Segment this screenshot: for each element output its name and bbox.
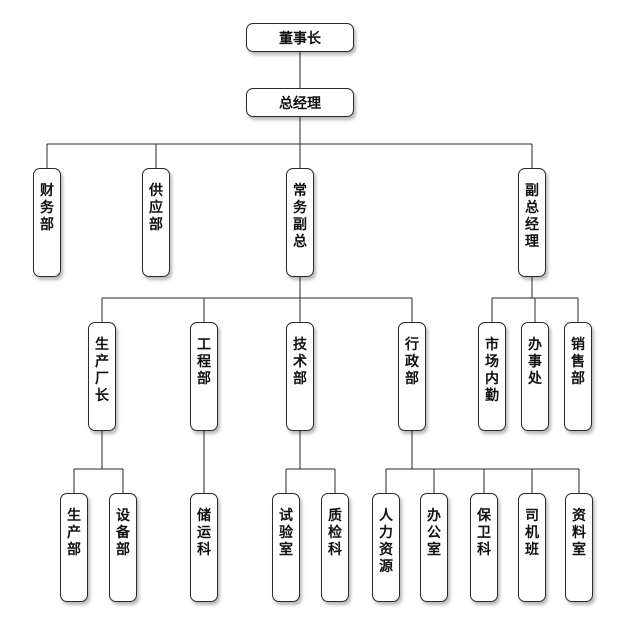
node-production-director: 生产厂长 [88,322,116,431]
node-label-char: 生 [67,508,81,524]
node-label-char: 程 [197,354,211,370]
node-label-char: 术 [293,354,307,370]
node-production-dept: 生产部 [60,493,88,602]
node-vice-general-manager: 副总经理 [518,168,546,277]
node-label-char: 长 [95,388,109,404]
node-market-office-staff: 市场内勤 [478,322,506,431]
node-label-char: 行 [405,337,419,353]
node-engineering-dept: 工程部 [190,322,218,431]
node-label-char: 工 [197,337,211,353]
node-label-char: 场 [485,354,499,370]
node-label-char: 副 [525,183,539,199]
node-label-char: 检 [328,525,342,541]
node-archives-room: 资料室 [565,493,593,602]
node-label-char: 部 [67,542,81,558]
node-label-char: 产 [95,354,109,370]
node-label-char: 室 [279,542,293,558]
node-label-char: 理 [525,234,539,250]
node-general-office: 办公室 [420,493,448,602]
node-label-char: 部 [116,542,130,558]
node-label-char: 卫 [477,525,491,541]
node-label-char: 储 [197,508,211,524]
node-label-char: 部 [149,217,163,233]
node-label-char: 部 [197,371,211,387]
node-storage-transport-section: 储运科 [190,493,218,602]
node-test-room: 试验室 [272,493,300,602]
node-label-char: 备 [116,525,130,541]
node-label-char: 政 [405,354,419,370]
node-label-char: 班 [525,542,539,558]
node-label-char: 机 [525,525,539,541]
node-label-char: 科 [328,542,342,558]
node-label-char: 试 [279,508,293,524]
node-chairman: 董事长 [246,23,354,52]
node-label-char: 应 [149,200,163,216]
node-label-char: 设 [116,508,130,524]
node-label-char: 务 [293,200,307,216]
node-label-char: 处 [528,371,542,387]
node-label-char: 力 [379,525,393,541]
node-label-char: 经 [525,217,539,233]
node-general-manager: 总经理 [246,88,354,117]
node-label-char: 源 [379,559,393,575]
node-label-char: 运 [197,525,211,541]
node-label-char: 内 [485,371,499,387]
node-label-char: 验 [279,525,293,541]
node-branch-office: 办事处 [521,322,549,431]
node-label-char: 司 [525,508,539,524]
node-label-char: 常 [293,183,307,199]
node-label-char: 部 [40,217,54,233]
node-executive-vice-president: 常务副总 [286,168,314,277]
node-quality-inspection-section: 质检科 [321,493,349,602]
node-label-char: 部 [293,371,307,387]
node-label-char: 销 [571,337,585,353]
node-security-section: 保卫科 [470,493,498,602]
node-label-char: 科 [477,542,491,558]
connector-lines [46,52,580,493]
node-label-char: 厂 [95,371,109,387]
node-label-char: 办 [427,508,441,524]
node-label-char: 生 [95,337,109,353]
node-label-char: 技 [293,337,307,353]
node-label-char: 副 [293,217,307,233]
node-label-char: 资 [379,542,393,558]
node-label-char: 供 [149,183,163,199]
node-label-char: 财 [40,183,54,199]
node-label-char: 总 [525,200,539,216]
node-label-char: 部 [571,371,585,387]
node-label-char: 保 [477,508,491,524]
node-equipment-dept: 设备部 [109,493,137,602]
node-sales-dept: 销售部 [564,322,592,431]
node-technology-dept: 技术部 [286,322,314,431]
node-label-char: 办 [528,337,542,353]
node-label-char: 售 [571,354,585,370]
node-label-char: 料 [572,525,586,541]
node-label-char: 产 [67,525,81,541]
node-label-char: 务 [40,200,54,216]
node-label-char: 部 [405,371,419,387]
node-label-char: 科 [197,542,211,558]
node-label-char: 室 [572,542,586,558]
node-label-char: 勤 [485,388,499,404]
node-label-char: 人 [379,508,393,524]
node-drivers-team: 司机班 [518,493,546,602]
node-label-char: 总 [293,234,307,250]
node-administration-dept: 行政部 [398,322,426,431]
node-label-char: 事 [528,354,542,370]
node-label-char: 公 [427,525,441,541]
node-human-resources: 人力资源 [372,493,400,602]
node-label-char: 资 [572,508,586,524]
node-finance-dept: 财务部 [33,168,61,277]
node-label-char: 市 [485,337,499,353]
node-supply-dept: 供应部 [142,168,170,277]
node-label-char: 室 [427,542,441,558]
node-label-char: 质 [328,508,342,524]
